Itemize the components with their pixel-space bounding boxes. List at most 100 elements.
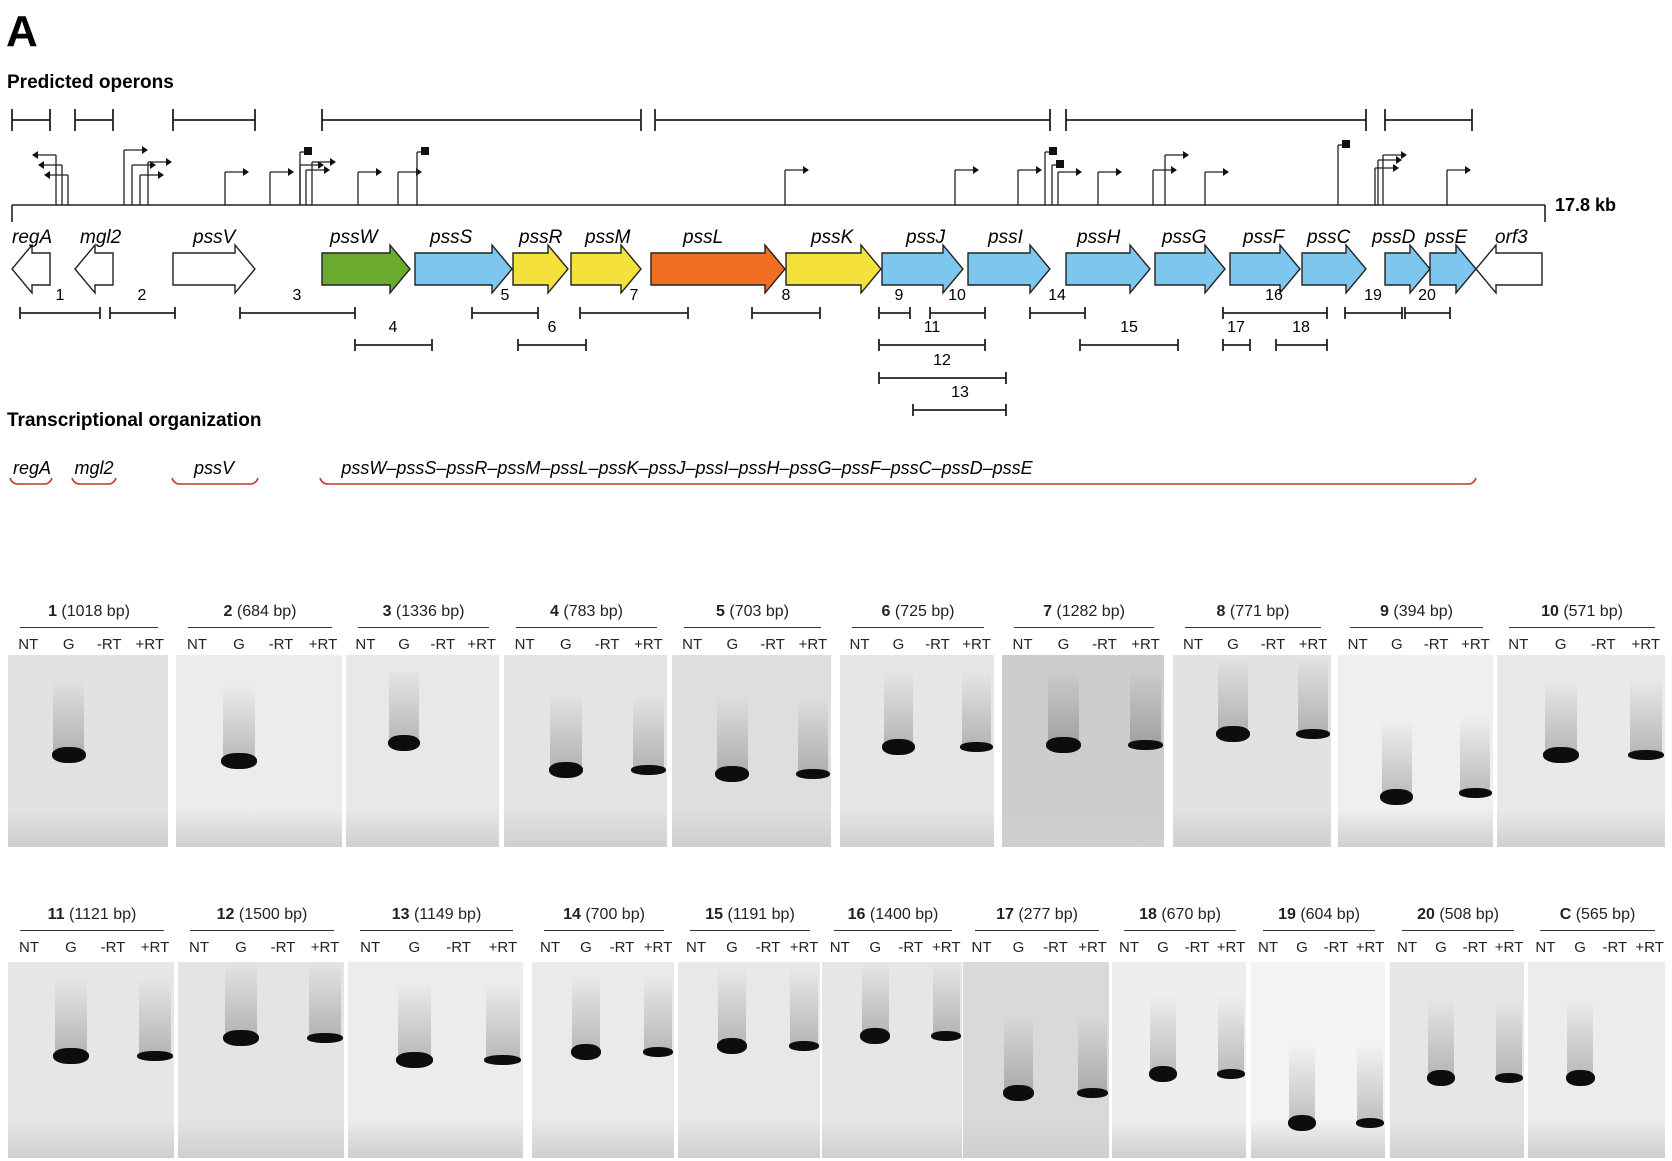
gel-id: 10 <box>1541 603 1559 620</box>
gel-image <box>1251 962 1385 1158</box>
dna-band <box>1296 728 1330 739</box>
transcript-unit: mgl2 <box>71 458 117 485</box>
gel-title-underline <box>358 627 489 628</box>
lane-label: G <box>560 636 572 653</box>
terminator-symbol <box>299 147 312 205</box>
lane-label: NT <box>355 636 376 653</box>
gel-size: (670 bp) <box>1156 906 1221 923</box>
amplicon: 14 <box>1029 287 1086 319</box>
gel-title-underline <box>1540 930 1655 931</box>
operon-bracket <box>11 109 51 131</box>
gel-image <box>8 655 168 847</box>
amplicon-label: 17 <box>1227 319 1245 336</box>
gel-title-underline <box>544 930 664 931</box>
gene-label: pssJ <box>905 227 946 248</box>
band-smear <box>961 670 992 748</box>
gel-title: 20 (508 bp) <box>1390 906 1526 924</box>
gel-id: C <box>1559 906 1572 923</box>
gel-id: 15 <box>705 906 724 923</box>
amplicon-label: 15 <box>1120 319 1138 336</box>
gene-label: mgl2 <box>80 227 122 248</box>
gene-pssV: pssV <box>172 227 256 295</box>
dna-band <box>1627 749 1664 760</box>
lane-label: +RT <box>310 939 340 956</box>
gel-size: (1282 bp) <box>1051 603 1125 620</box>
lane-label: -RT <box>594 636 620 653</box>
gel-id: 18 <box>1139 906 1157 923</box>
lane-label: G <box>1574 939 1586 956</box>
gene-label: pssM <box>584 227 631 248</box>
amplicon-label: 13 <box>951 384 969 401</box>
gel-title-underline <box>516 627 657 628</box>
gel-title-underline <box>360 930 513 931</box>
promoter-arrow <box>44 171 69 205</box>
amplicon-label: 19 <box>1364 287 1382 304</box>
amplicon-label: 12 <box>933 352 951 369</box>
lane-label: +RT <box>467 636 496 653</box>
lane-label: G <box>233 636 245 653</box>
lane-label: -RT <box>270 939 296 956</box>
gel-id: 16 <box>847 906 866 923</box>
lane-label: +RT <box>1078 939 1107 956</box>
gel-image <box>1528 962 1665 1158</box>
operon-bracket <box>321 109 642 131</box>
lane-label: G <box>65 939 77 956</box>
gel-size: (1400 bp) <box>865 906 939 923</box>
dna-band <box>1542 746 1579 763</box>
gene-pssL: pssL <box>650 227 786 295</box>
gene-pssH: pssH <box>1065 227 1151 295</box>
gel-title-underline <box>1185 627 1321 628</box>
lane-label: NT <box>189 939 209 956</box>
promoter-arrow <box>1017 166 1042 205</box>
gene-orf3: orf3 <box>1475 227 1543 295</box>
gel-id: 17 <box>996 906 1014 923</box>
gene-pssJ: pssJ <box>881 227 964 295</box>
gene-pssK: pssK <box>785 227 882 295</box>
band-smear <box>717 697 748 775</box>
gel-title: 17 (277 bp) <box>963 906 1111 924</box>
band-smear <box>1381 720 1412 798</box>
gel-size: (571 bp) <box>1558 603 1623 620</box>
lane-label: NT <box>1508 636 1529 653</box>
dna-band <box>1148 1065 1178 1082</box>
lane-label: +RT <box>1216 939 1246 956</box>
transcript-label: regA <box>13 458 51 478</box>
gel-title-underline <box>852 627 984 628</box>
gel-title: 19 (604 bp) <box>1251 906 1387 924</box>
amplicon: 4 <box>354 319 433 351</box>
dna-band <box>931 1031 962 1042</box>
promoter-arrows <box>32 140 1471 205</box>
gel-title-underline <box>20 627 158 628</box>
gel-image <box>678 962 820 1158</box>
gel-image <box>176 655 342 847</box>
gel-title: 7 (1282 bp) <box>1002 603 1166 621</box>
gel-title-underline <box>1402 930 1514 931</box>
gel-title-underline <box>190 930 334 931</box>
gel-title: 14 (700 bp) <box>532 906 676 924</box>
band-smear <box>1566 999 1594 1078</box>
dna-band <box>570 1044 602 1061</box>
dna-band <box>1565 1069 1595 1086</box>
lane-label: -RT <box>100 939 126 956</box>
dna-band <box>307 1033 343 1044</box>
amplicon-label: 1 <box>56 287 65 304</box>
lane-label: G <box>1554 636 1567 653</box>
band-smear <box>632 693 665 771</box>
gel-title-underline <box>690 930 810 931</box>
amplicon: 18 <box>1275 319 1328 351</box>
lane-label: G <box>398 636 410 653</box>
lane-label: G <box>408 939 421 956</box>
lane-label: -RT <box>1092 636 1117 653</box>
gel-id: 5 <box>716 603 725 620</box>
transcript-label: pssW–pssS–pssR–pssM–pssL–pssK–pssJ–pssI–… <box>340 458 1033 478</box>
lane-label: G <box>580 939 592 956</box>
band-smear <box>139 977 171 1057</box>
gene-label: pssC <box>1306 227 1351 248</box>
amplicon: 8 <box>751 287 821 319</box>
gel-id: 1 <box>48 603 57 620</box>
gel-size: (277 bp) <box>1013 906 1078 923</box>
lane-label: +RT <box>135 636 164 653</box>
gene-label: pssS <box>429 227 473 248</box>
gel-title: 6 (725 bp) <box>840 603 996 621</box>
